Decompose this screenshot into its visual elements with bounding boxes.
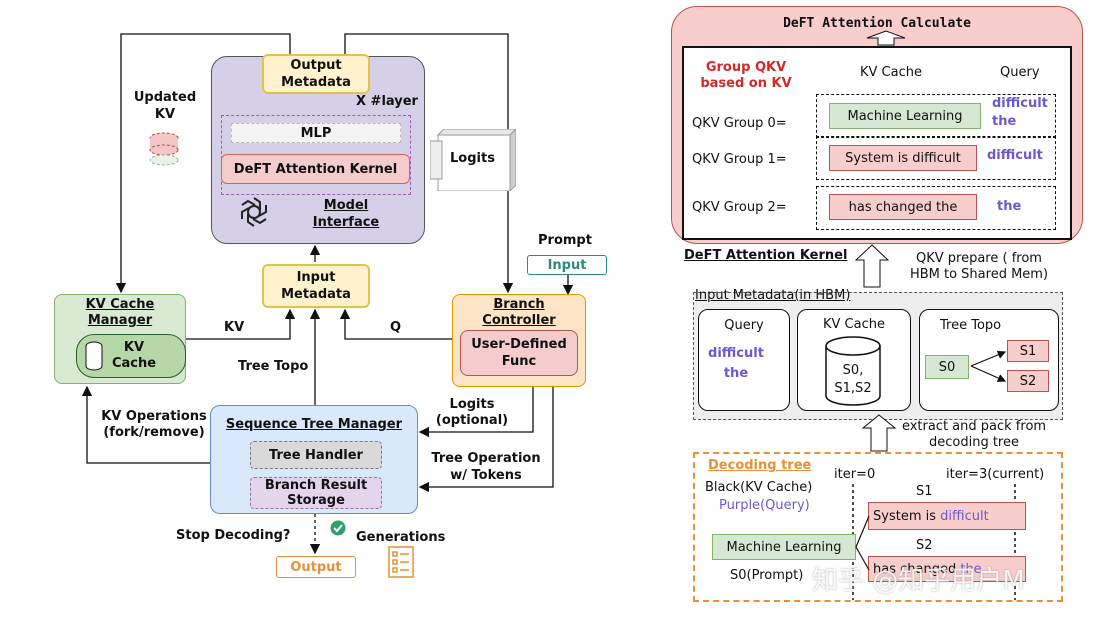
kv-operations-label: KV Operations (fork/remove) <box>101 409 207 440</box>
decoding-tree-edges <box>855 515 870 571</box>
layer-count-label: X #layer <box>356 94 418 109</box>
logits-box <box>429 127 518 193</box>
user-defined-func-box: User-Defined Func <box>460 330 578 376</box>
database-icon <box>84 341 104 371</box>
kernel-label: DeFT Attention Kernel <box>684 248 848 263</box>
tree-operation-label: Tree Operation w/ Tokens <box>431 451 541 483</box>
input-tag: Input <box>527 255 607 275</box>
iter3-label: iter=3(current) <box>946 467 1045 482</box>
s1-purple-text: difficult <box>940 508 989 524</box>
query-box <box>698 309 790 411</box>
checklist-icon <box>388 546 414 578</box>
kv-edge-label: KV <box>224 320 245 335</box>
s2-purple-text: the <box>960 561 982 577</box>
qkv-prepare-label: QKV prepare ( from HBM to Shared Mem) <box>909 251 1049 282</box>
tree-handler-box: Tree Handler <box>250 441 382 469</box>
group-1-dashed <box>816 136 1056 180</box>
up-arrow-top <box>866 30 906 46</box>
up-arrow-kernel <box>854 244 890 288</box>
kv-box-text: S0, S1,S2 <box>834 363 872 396</box>
group-0-label: QKV Group 0= <box>692 116 787 131</box>
query-box-title: Query <box>724 317 764 333</box>
group-1-query: difficult <box>987 148 1043 163</box>
machine-learning-box: Machine Learning <box>712 534 856 560</box>
up-arrow-extract <box>861 414 897 452</box>
kv-cache-manager-label: KV Cache Manager <box>85 297 155 328</box>
check-circle-icon <box>330 520 346 536</box>
calc-title: DeFT Attention Calculate <box>783 15 971 31</box>
group-0-kv: Machine Learning <box>829 103 981 129</box>
group-2-kv: has changed the <box>829 194 977 220</box>
extract-label: extract and pack from decoding tree <box>901 419 1047 450</box>
topo-s1: S1 <box>1007 340 1049 362</box>
tree-topo-edge-label: Tree Topo <box>238 359 309 374</box>
openai-logo-icon <box>236 194 272 230</box>
deft-attention-kernel-box: DeFT Attention Kernel <box>221 154 410 184</box>
sequence-tree-manager-label: Sequence Tree Manager <box>225 416 403 432</box>
group-2-query: the <box>997 199 1022 214</box>
topo-s2: S2 <box>1007 370 1049 392</box>
topo-s0: S0 <box>925 355 969 379</box>
legend-black: Black(KV Cache) <box>705 480 813 495</box>
watermark: 知乎 @知乎用户M <box>812 566 1025 596</box>
model-interface-label: Model Interface <box>312 198 380 230</box>
s1-label: S1 <box>916 484 933 499</box>
iter0-label: iter=0 <box>834 467 876 482</box>
legend-purple: Purple(Query) <box>719 498 810 513</box>
output-tag: Output <box>276 556 356 578</box>
prompt-label: Prompt <box>538 233 592 248</box>
s1-box: System is difficult <box>868 502 1026 530</box>
updated-kv-label: Updated KV <box>133 90 197 122</box>
group-0-query: difficult the <box>992 96 1048 129</box>
stop-decoding-label: Stop Decoding? <box>176 528 291 543</box>
query-box-text: difficult the <box>708 346 764 381</box>
group-0-dashed <box>816 94 1056 138</box>
kv-cache-header: KV Cache <box>860 65 922 80</box>
s2-box: has changed the <box>868 556 1026 582</box>
group-header: Group QKV based on KV <box>700 60 792 91</box>
branch-controller-label: Branch Controller <box>482 297 556 328</box>
output-metadata-box: Output Metadata <box>262 54 370 94</box>
topo-edges <box>970 350 1007 382</box>
s2-label: S2 <box>916 538 933 553</box>
kv-cylinder <box>824 336 882 408</box>
input-metadata-hbm-label: Input Metadata(in HBM) <box>695 288 851 303</box>
kv-cylinder-icon <box>148 130 180 174</box>
s1-black-text: System is <box>873 508 941 524</box>
generations-label: Generations <box>356 530 446 545</box>
query-header: Query <box>1000 65 1040 80</box>
decoding-tree-box <box>693 452 1063 602</box>
group-2-dashed <box>816 186 1056 230</box>
group-1-label: QKV Group 1= <box>692 152 787 167</box>
branch-result-storage-box: Branch Result Storage <box>250 477 382 509</box>
input-metadata-box: Input Metadata <box>262 264 370 308</box>
group-1-kv: System is difficult <box>829 145 977 171</box>
group-2-label: QKV Group 2= <box>692 200 787 215</box>
logits-label: Logits <box>450 151 495 166</box>
kv-cache-label: KV Cache <box>111 340 157 371</box>
decoding-tree-label: Decoding tree <box>708 458 812 473</box>
s0-prompt-label: S0(Prompt) <box>730 568 804 583</box>
logits-optional-label: Logits (optional) <box>435 397 509 428</box>
tree-topo-title: Tree Topo <box>940 318 1002 333</box>
s2-black-text: has changed <box>873 561 961 577</box>
mlp-box: MLP <box>231 123 401 143</box>
layer-dashed-box <box>221 115 411 195</box>
q-edge-label: Q <box>390 320 402 335</box>
kv-box-title: KV Cache <box>823 316 885 332</box>
